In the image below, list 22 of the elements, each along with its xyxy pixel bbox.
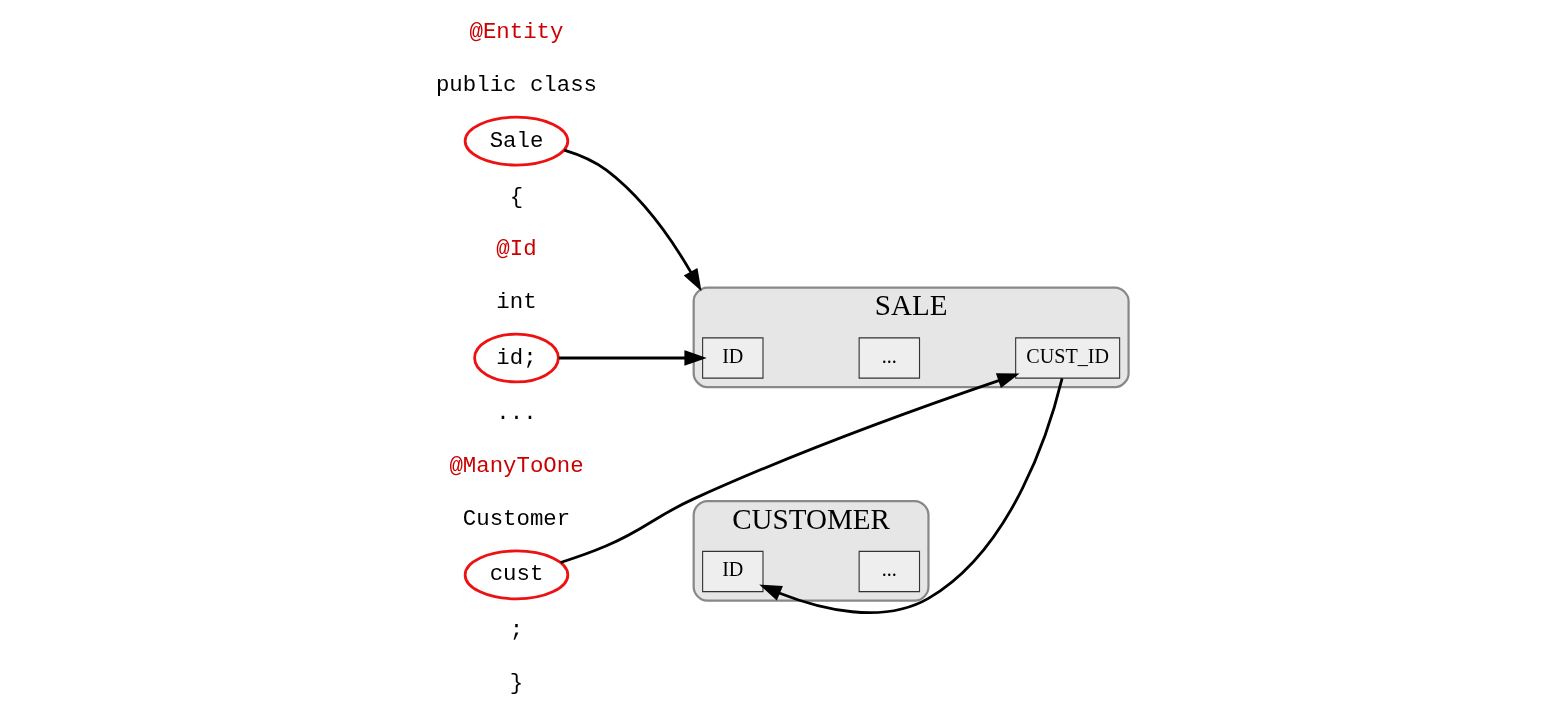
node-ellipse: id; — [473, 332, 560, 384]
arrow — [558, 350, 707, 366]
label: int — [496, 288, 537, 315]
node-box: CUST_ID — [1015, 337, 1121, 379]
node-ellipse: Sale — [463, 115, 570, 167]
arrow — [759, 378, 1064, 614]
node-box: ... — [858, 337, 921, 379]
label: Customer — [462, 505, 571, 532]
label: } — [509, 669, 524, 696]
node-box: ID — [702, 337, 764, 379]
arrow — [560, 373, 1020, 564]
label: @ManyToOne — [449, 453, 584, 480]
label: ; — [509, 617, 524, 644]
arrow — [563, 148, 702, 292]
label: public class — [435, 71, 597, 98]
label: @Id — [496, 236, 537, 263]
node-box: ID — [702, 550, 764, 593]
node-box: ... — [858, 550, 921, 593]
label: { — [509, 183, 524, 210]
label: ... — [496, 400, 537, 427]
label: @Entity — [469, 19, 564, 46]
node-ellipse: cust — [463, 549, 570, 601]
